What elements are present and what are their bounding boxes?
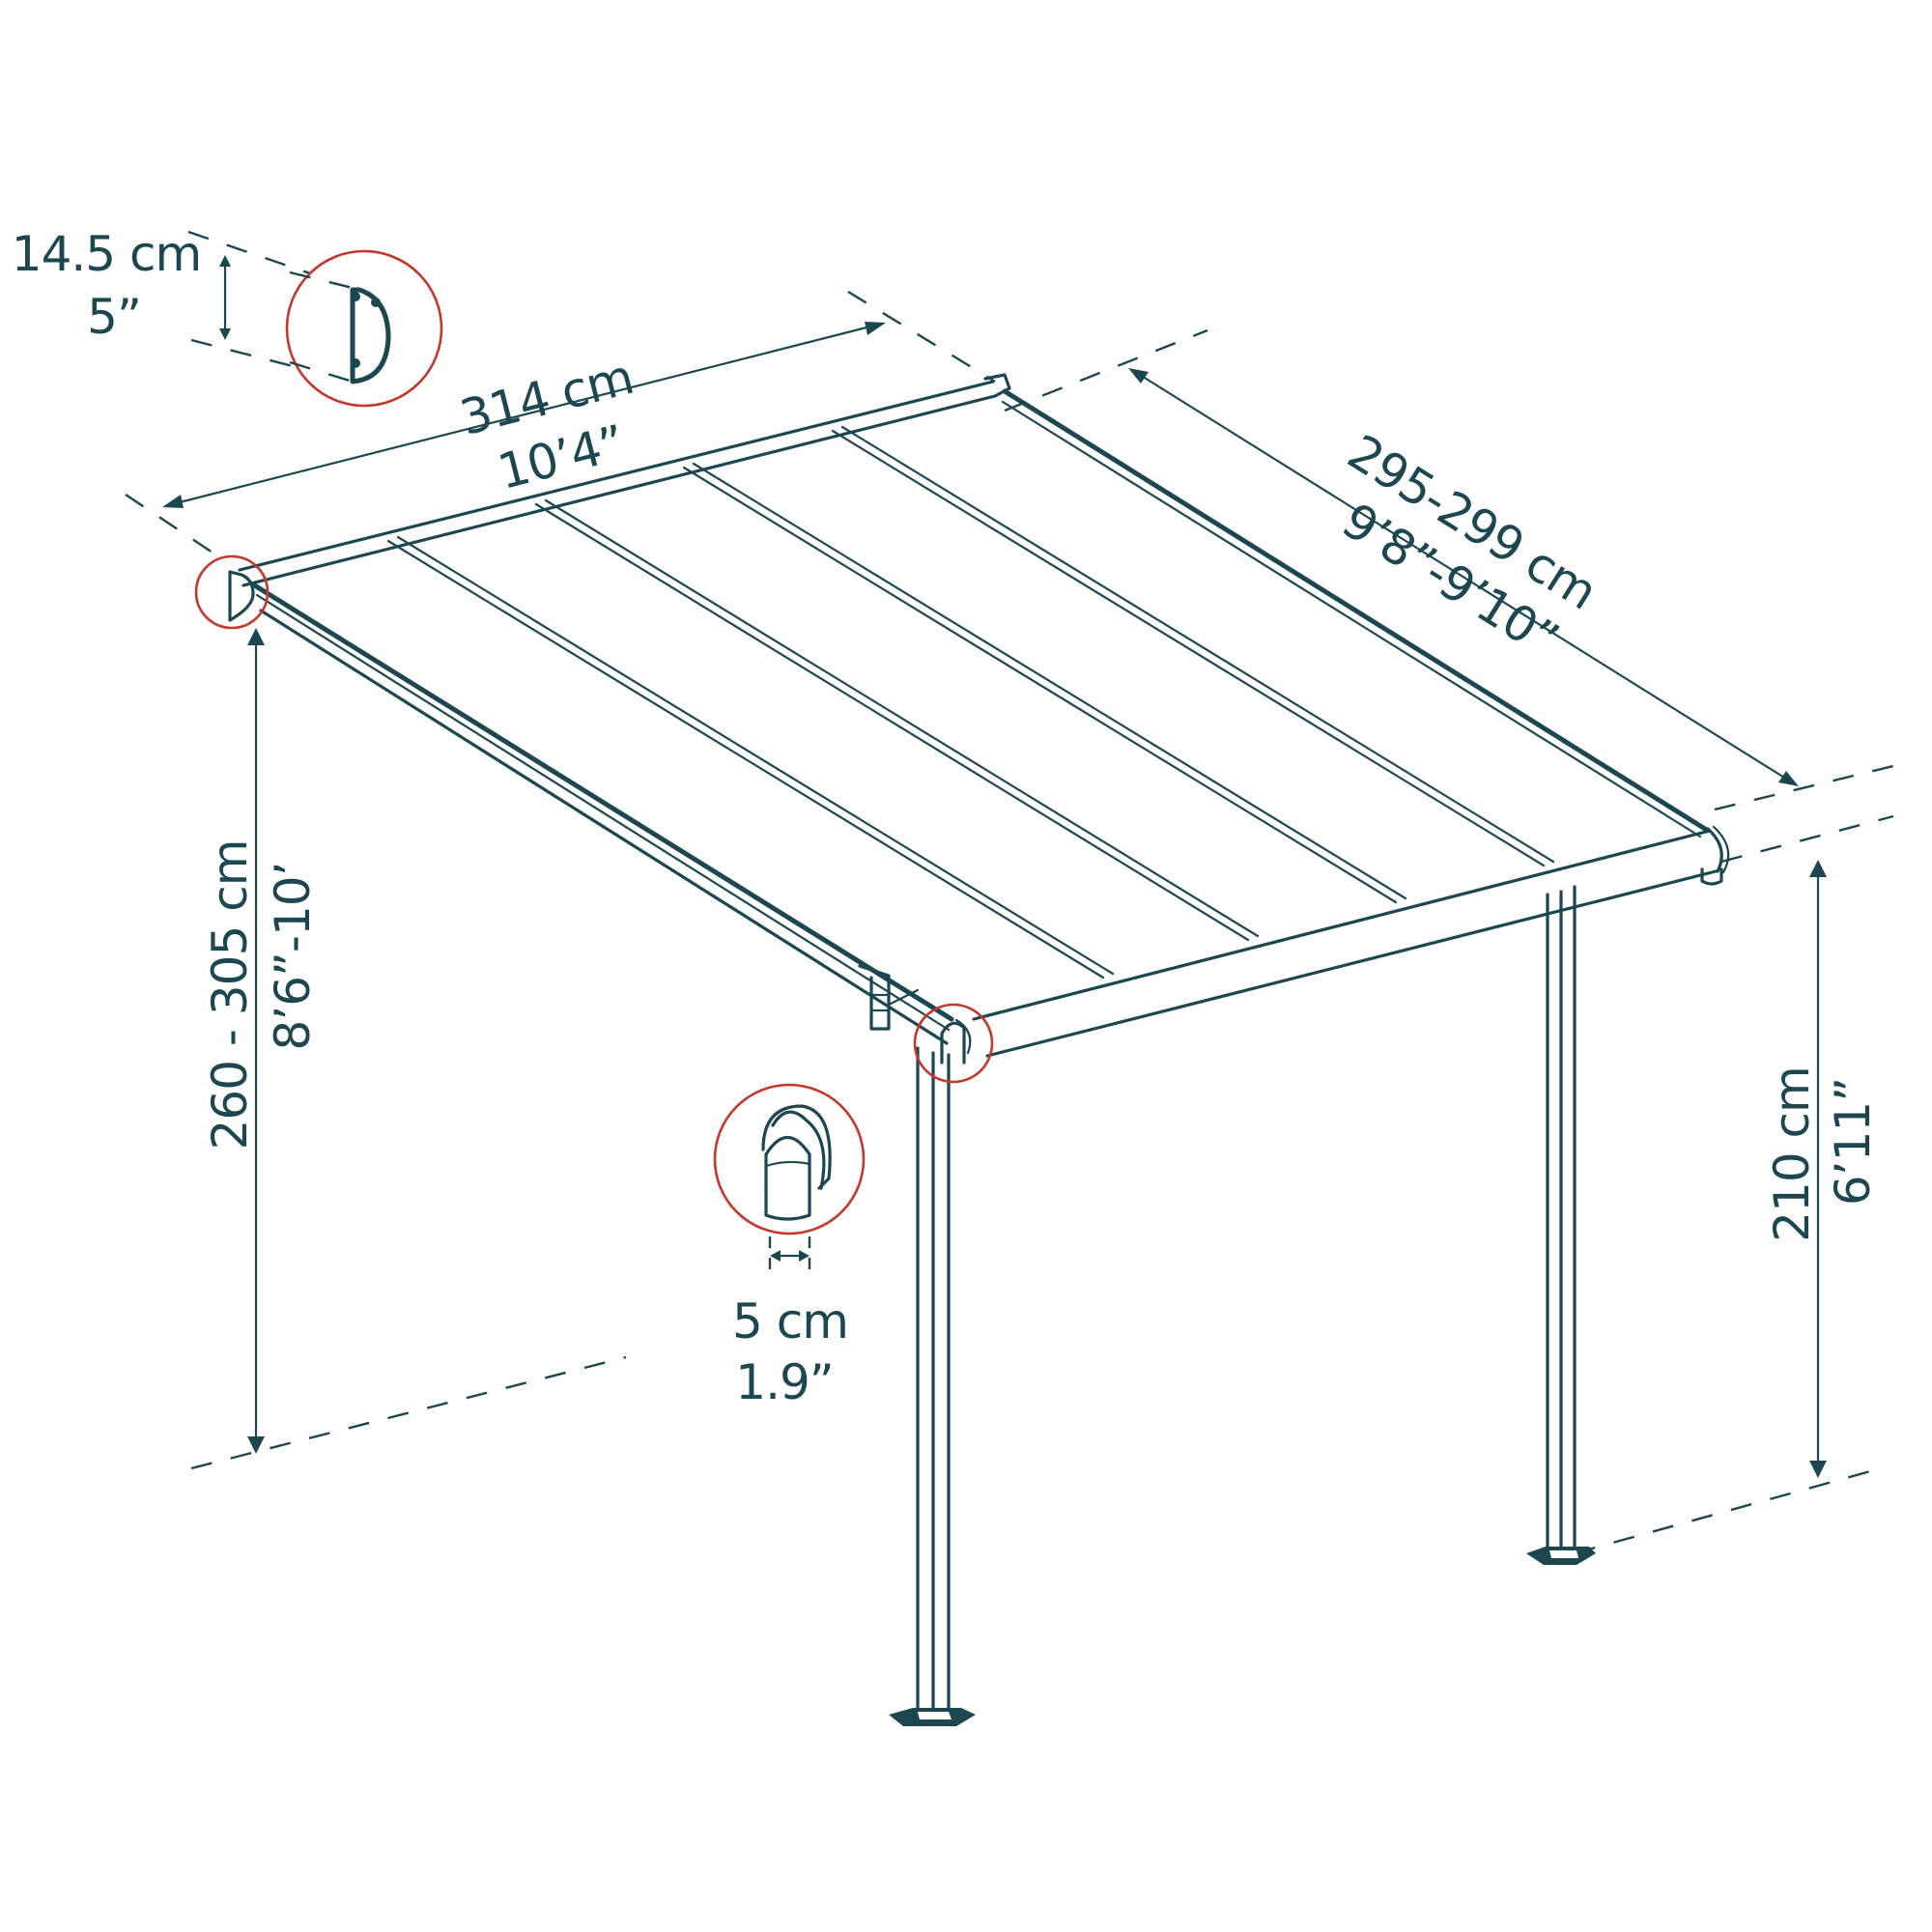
post-width-imperial: 1.9” xyxy=(735,1354,833,1410)
profile-height-imperial: 5” xyxy=(87,289,141,345)
gutter-profile-detail xyxy=(285,249,443,408)
dimension-arrows xyxy=(162,255,1827,1478)
post-width-metric: 5 cm xyxy=(732,1293,848,1350)
front-height-imperial: 6’11” xyxy=(1825,1078,1881,1206)
corner-highlight-front xyxy=(913,1003,994,1084)
corner-highlight-left xyxy=(194,554,270,630)
dimension-labels: 14.5 cm 5” 314 cm 10’4” 295-299 cm 9’8”-… xyxy=(12,226,1881,1410)
wall-height-metric: 260 - 305 cm xyxy=(202,840,258,1151)
profile-height-metric: 14.5 cm xyxy=(12,226,201,282)
post-bracket-detail xyxy=(713,1083,866,1275)
roof-panel-dividers xyxy=(386,425,1555,980)
front-height-metric: 210 cm xyxy=(1764,1066,1820,1242)
wall-height-imperial: 8’6”-10’ xyxy=(265,863,321,1051)
pergola-structure xyxy=(238,373,1730,1726)
